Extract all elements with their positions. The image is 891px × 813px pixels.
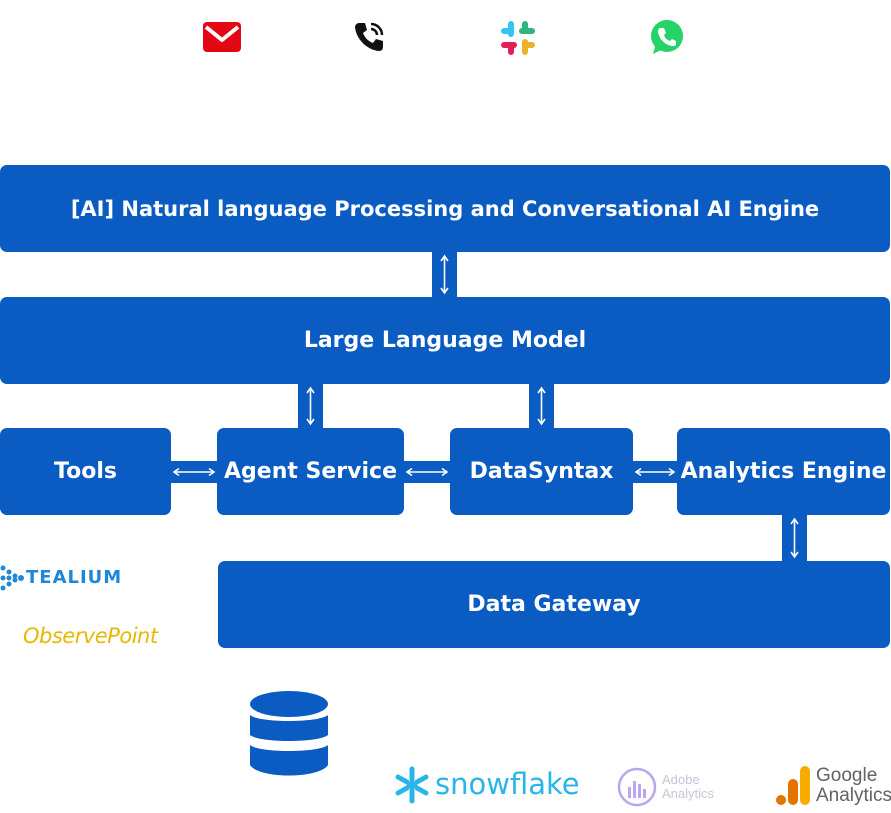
data-gateway-box: Data Gateway <box>218 561 890 648</box>
email-icon <box>203 22 241 52</box>
whatsapp-icon <box>648 18 686 56</box>
connector-analytics-gateway <box>782 515 807 561</box>
connector-datasyntax-analytics <box>633 461 677 483</box>
connector-tools-agent <box>171 461 217 483</box>
tools-box: Tools <box>0 428 171 515</box>
google-analytics-icon <box>776 765 812 807</box>
google-analytics-line2: Analytics <box>816 785 891 806</box>
database-icon <box>249 690 329 780</box>
datasyntax-label: DataSyntax <box>469 459 614 484</box>
connector-agent-datasyntax <box>404 461 450 483</box>
snowflake-logo-icon <box>393 766 431 804</box>
datasyntax-box: DataSyntax <box>450 428 633 515</box>
adobe-analytics-icon <box>617 767 657 807</box>
nlp-engine-box: [AI] Natural language Processing and Con… <box>0 165 890 252</box>
phone-icon <box>352 20 386 54</box>
analytics-engine-label: Analytics Engine <box>680 459 887 484</box>
snowflake-logo-text: snowflake <box>435 767 580 801</box>
observepoint-logo: ObservePoint <box>23 624 158 648</box>
tools-label: Tools <box>54 459 117 484</box>
slack-icon <box>500 20 536 56</box>
agent-service-box: Agent Service <box>217 428 404 515</box>
adobe-analytics-line1: Adobe <box>662 772 700 787</box>
agent-service-label: Agent Service <box>224 459 397 484</box>
nlp-engine-label: [AI] Natural language Processing and Con… <box>70 196 820 221</box>
google-analytics-line1: Google <box>816 765 878 786</box>
adobe-analytics-line2: Analytics <box>662 786 715 801</box>
analytics-engine-box: Analytics Engine <box>677 428 890 515</box>
data-gateway-label: Data Gateway <box>467 592 641 617</box>
connector-llm-datasyntax <box>529 384 554 428</box>
connector-nlp-llm <box>432 252 457 297</box>
connector-llm-agent <box>298 384 323 428</box>
llm-label: Large Language Model <box>303 328 587 353</box>
tealium-logo-text: TEALIUM <box>26 567 123 588</box>
llm-box: Large Language Model <box>0 297 890 384</box>
tealium-logo-icon <box>0 564 26 592</box>
